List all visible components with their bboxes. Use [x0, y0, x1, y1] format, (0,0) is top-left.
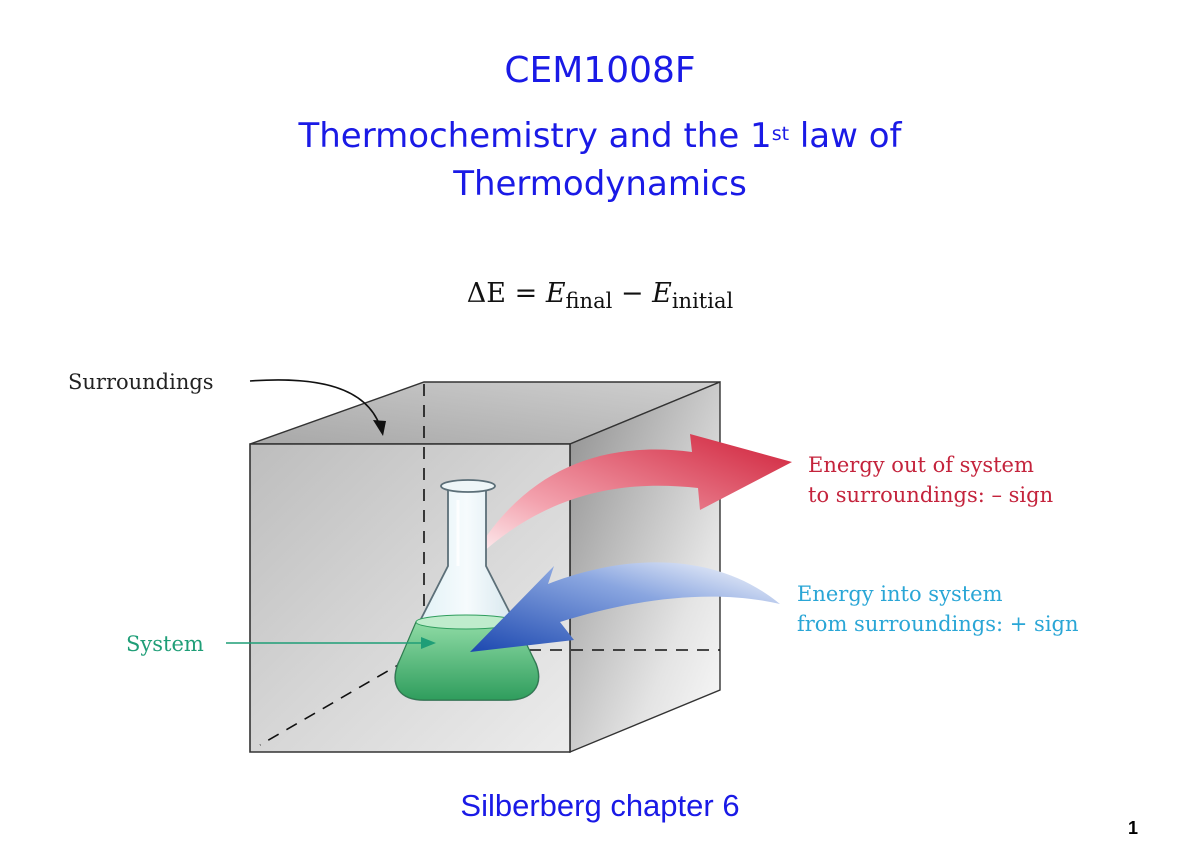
reference-footer: Silberberg chapter 6	[460, 788, 740, 823]
surroundings-pointer-arrowhead	[373, 420, 386, 436]
energy-in-label: Energy into system from surroundings: + …	[797, 579, 1079, 639]
title-superscript: st	[771, 123, 790, 145]
equation-term-initial: E	[652, 278, 672, 309]
energy-equation: ΔE = Efinal − Einitial	[0, 278, 1200, 313]
surroundings-label: Surroundings	[68, 370, 214, 394]
title-text-part2: law of	[789, 116, 902, 156]
course-code: CEM1008F	[504, 50, 696, 91]
title-text-part1: Thermochemistry and the 1	[298, 116, 772, 156]
equation-sub-final: final	[565, 289, 613, 313]
energy-out-line-1: Energy out of system	[808, 453, 1034, 477]
equation-lhs: ΔE	[466, 278, 507, 309]
system-pointer-arrowhead	[421, 637, 436, 649]
system-label: System	[126, 632, 204, 656]
page-number: 1	[1128, 818, 1139, 838]
slide-title: Thermochemistry and the 1st law of Therm…	[0, 112, 1200, 208]
energy-in-arrow	[470, 562, 780, 652]
box-front-face	[249, 443, 571, 753]
equation-equals: =	[506, 278, 546, 309]
energy-out-line-2: to surroundings: – sign	[808, 483, 1054, 507]
title-line-2: Thermodynamics	[453, 164, 747, 204]
energy-in-line-2: from surroundings: + sign	[797, 612, 1079, 636]
equation-term-final: E	[545, 278, 566, 309]
energy-out-label: Energy out of system to surroundings: – …	[808, 450, 1053, 510]
equation-sub-initial: initial	[671, 289, 734, 313]
energy-in-line-1: Energy into system	[797, 582, 1003, 606]
surroundings-pointer-line	[249, 379, 381, 427]
equation-minus: −	[612, 278, 653, 309]
energy-out-arrow	[468, 434, 792, 566]
title-line-1: Thermochemistry and the 1st law of	[0, 112, 1200, 160]
